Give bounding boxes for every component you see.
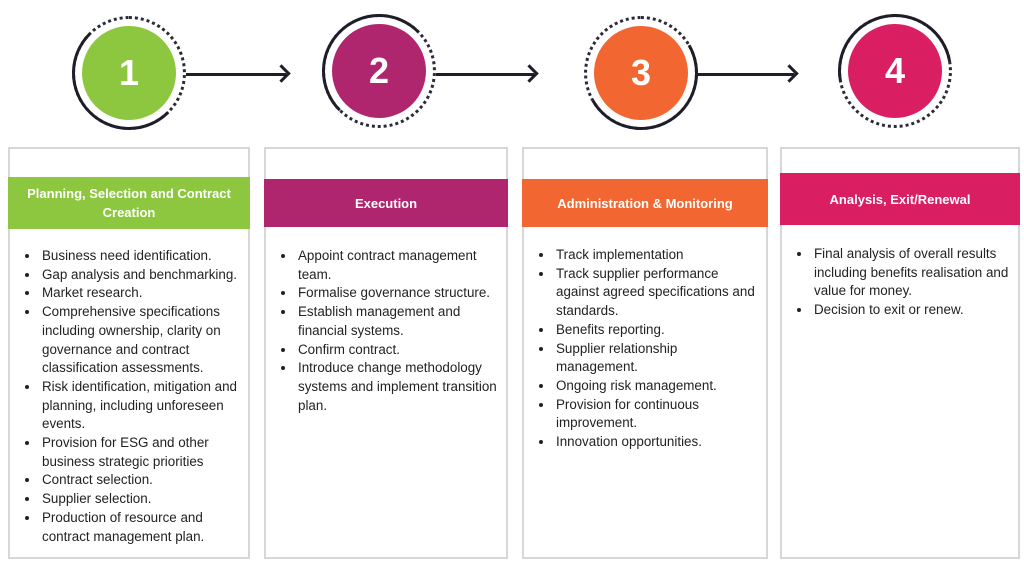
phase-card-3: Administration & Monitoring Track implem… bbox=[522, 147, 768, 559]
list-item: Risk identification, mitigation and plan… bbox=[40, 378, 244, 434]
phase-title: Administration & Monitoring bbox=[522, 179, 768, 227]
dotted-ring bbox=[584, 16, 698, 130]
list-item: Contract selection. bbox=[40, 471, 244, 490]
phase-items: Track implementation Track supplier perf… bbox=[532, 246, 762, 452]
arrow-right-icon bbox=[186, 73, 286, 76]
list-item: Production of resource and contract mana… bbox=[40, 509, 244, 546]
step-number: 1 bbox=[82, 26, 176, 120]
list-item: Comprehensive specifications including o… bbox=[40, 303, 244, 378]
list-item: Market research. bbox=[40, 284, 244, 303]
step-1-marker: 1 bbox=[72, 16, 186, 130]
dotted-ring bbox=[72, 16, 186, 130]
list-item: Business need identification. bbox=[40, 247, 244, 266]
arrow-right-icon bbox=[698, 73, 794, 76]
list-item: Final analysis of overall results includ… bbox=[812, 245, 1014, 301]
list-item: Innovation opportunities. bbox=[554, 433, 762, 452]
step-number: 2 bbox=[332, 24, 426, 118]
list-item: Benefits reporting. bbox=[554, 321, 762, 340]
phase-items: Final analysis of overall results includ… bbox=[790, 245, 1014, 320]
arrow-right-icon bbox=[436, 73, 534, 76]
phase-title: Planning, Selection and Contract Creatio… bbox=[8, 177, 250, 229]
list-item: Provision for continuous improvement. bbox=[554, 396, 762, 433]
list-item: Track implementation bbox=[554, 246, 762, 265]
list-item: Decision to exit or renew. bbox=[812, 301, 1014, 320]
phase-card-2: Execution Appoint contract management te… bbox=[264, 147, 508, 559]
list-item: Supplier selection. bbox=[40, 490, 244, 509]
list-item: Establish management and financial syste… bbox=[296, 303, 502, 340]
list-item: Provision for ESG and other business str… bbox=[40, 434, 244, 471]
dotted-ring bbox=[322, 14, 436, 128]
step-number: 3 bbox=[594, 26, 688, 120]
list-item: Confirm contract. bbox=[296, 341, 502, 360]
dotted-ring bbox=[838, 14, 952, 128]
step-number: 4 bbox=[848, 24, 942, 118]
list-item: Track supplier performance against agree… bbox=[554, 265, 762, 321]
step-4-marker: 4 bbox=[838, 14, 952, 128]
phase-card-4: Analysis, Exit/Renewal Final analysis of… bbox=[780, 147, 1020, 559]
phase-items: Business need identification. Gap analys… bbox=[18, 247, 244, 546]
phase-title: Execution bbox=[264, 179, 508, 227]
list-item: Introduce change methodology systems and… bbox=[296, 359, 502, 415]
step-2-marker: 2 bbox=[322, 14, 436, 128]
list-item: Supplier relationship management. bbox=[554, 340, 762, 377]
list-item: Appoint contract management team. bbox=[296, 247, 502, 284]
list-item: Ongoing risk management. bbox=[554, 377, 762, 396]
phase-card-1: Planning, Selection and Contract Creatio… bbox=[8, 147, 250, 559]
step-3-marker: 3 bbox=[584, 16, 698, 130]
phase-title: Analysis, Exit/Renewal bbox=[780, 173, 1020, 225]
phase-items: Appoint contract management team. Formal… bbox=[274, 247, 502, 415]
list-item: Gap analysis and benchmarking. bbox=[40, 266, 244, 285]
list-item: Formalise governance structure. bbox=[296, 284, 502, 303]
